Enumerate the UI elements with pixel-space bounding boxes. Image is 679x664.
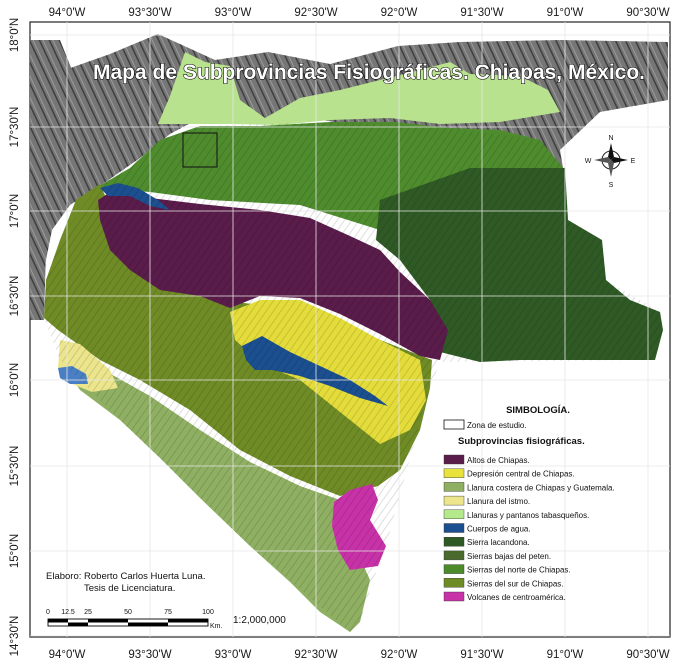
lon-tick-label-top: 93°30'W	[128, 7, 171, 19]
lon-tick-label-top: 91°0'W	[547, 7, 584, 19]
relief-shading	[44, 122, 663, 632]
legend-swatch	[443, 454, 465, 465]
legend-heading: SIMBOLOGÍA.	[506, 405, 570, 416]
legend-item-label: Llanura del istmo.	[467, 497, 530, 506]
legend-study-zone-swatch	[443, 419, 465, 430]
lon-tick-label-bottom: 93°30'W	[128, 649, 171, 661]
lat-tick-label: 18°0'N	[9, 18, 21, 52]
lat-tick-label: 15°30'N	[9, 446, 21, 487]
legend-item-label: Cuerpos de agua.	[467, 525, 531, 534]
lon-tick-label-bottom: 91°30'W	[460, 649, 503, 661]
legend-subtitle: Subprovincias fisiográficas.	[458, 436, 585, 447]
legend-swatch	[443, 578, 465, 588]
scale-ratio: 1:2,000,000	[233, 615, 286, 626]
lon-tick-label-top: 91°30'W	[460, 7, 503, 19]
legend-swatch	[443, 550, 465, 561]
north-arrow-icon: N S E W	[585, 135, 636, 189]
legend-swatch	[443, 482, 465, 492]
lon-tick-label-top: 94°0'W	[49, 7, 86, 19]
lat-tick-label: 15°0'N	[9, 534, 21, 568]
legend-items: Altos de Chiapas. Depresión central de Ch…	[443, 454, 615, 602]
legend-item-label: Llanura costera de Chiapas y Guatemala.	[467, 483, 615, 492]
tick-labels: 94°0'W 94°0'W 93°30'W 93°30'W 93°0'W 93°0'W 92…	[9, 7, 670, 661]
lat-tick-label: 17°30'N	[9, 107, 21, 148]
scale-tick-label: 75	[164, 609, 172, 616]
legend-swatch	[443, 468, 465, 478]
legend-item-label: Volcanes de centroamérica.	[467, 593, 566, 602]
lat-tick-label: 16°30'N	[9, 276, 21, 317]
lon-tick-label-top: 93°0'W	[215, 7, 252, 19]
thesis-credit: Tesis de Licenciatura.	[84, 583, 175, 594]
compass-south: S	[609, 182, 614, 189]
scale-unit: Km.	[210, 623, 223, 630]
scale-ticks: 0 12.5 25 50 75 100	[46, 609, 214, 616]
lat-tick-label: 17°0'N	[9, 194, 21, 228]
graticule	[30, 22, 670, 637]
lon-tick-label-bottom: 90°30'W	[626, 649, 669, 661]
lon-tick-label-top: 92°30'W	[294, 7, 337, 19]
map-title: Mapa de Subprovincias Fisiográficas. Chi…	[93, 61, 645, 84]
study-zone-box	[182, 132, 218, 168]
lon-tick-label-bottom: 94°0'W	[49, 649, 86, 661]
compass-west: W	[585, 158, 592, 165]
scale-tick-label: 50	[124, 609, 132, 616]
legend: SIMBOLOGÍA. Zona de estudio. Subprovinci…	[443, 405, 615, 602]
legend-item-label: Sierras del norte de Chiapas.	[467, 566, 571, 575]
region-llanuras-tabasquenas	[158, 52, 560, 125]
legend-item-label: Depresión central de Chiapas.	[467, 470, 575, 479]
scale-tick-label: 25	[84, 609, 92, 616]
legend-swatch	[443, 509, 465, 519]
compass-north: N	[608, 135, 613, 142]
compass-east: E	[631, 158, 636, 165]
scale-tick-label: 12.5	[61, 609, 75, 616]
lon-tick-label-top: 92°0'W	[381, 7, 418, 19]
scale-tick-label: 0	[46, 609, 50, 616]
legend-swatch	[443, 591, 465, 602]
author-credit: Elaboro: Roberto Carlos Huerta Luna.	[46, 571, 205, 582]
lat-tick-label: 14°30'N	[9, 616, 21, 657]
legend-study-zone-label: Zona de estudio.	[467, 421, 527, 430]
legend-item-label: Llanuras y pantanos tabasqueños.	[467, 511, 589, 520]
legend-item-label: Sierras del sur de Chiapas.	[467, 579, 564, 588]
legend-item-label: Altos de Chiapas.	[467, 456, 530, 465]
legend-swatch	[443, 495, 465, 506]
legend-item-label: Sierra lacandona.	[467, 538, 530, 547]
legend-swatch	[443, 564, 465, 574]
lat-tick-label: 16°0'N	[9, 363, 21, 397]
lon-tick-label-bottom: 91°0'W	[547, 649, 584, 661]
lon-tick-label-bottom: 92°30'W	[294, 649, 337, 661]
lon-tick-label-bottom: 92°0'W	[381, 649, 418, 661]
relief-left	[30, 40, 80, 320]
legend-swatch	[443, 537, 465, 547]
scale-tick-label: 100	[202, 609, 214, 616]
lon-tick-label-bottom: 93°0'W	[215, 649, 252, 661]
lon-tick-label-top: 90°30'W	[626, 7, 669, 19]
legend-item-label: Sierras bajas del peten.	[467, 552, 551, 561]
scale-bar: 0 12.5 25 50 75 100 Km. 1:2,000,000	[46, 609, 286, 630]
legend-swatch	[443, 523, 465, 533]
